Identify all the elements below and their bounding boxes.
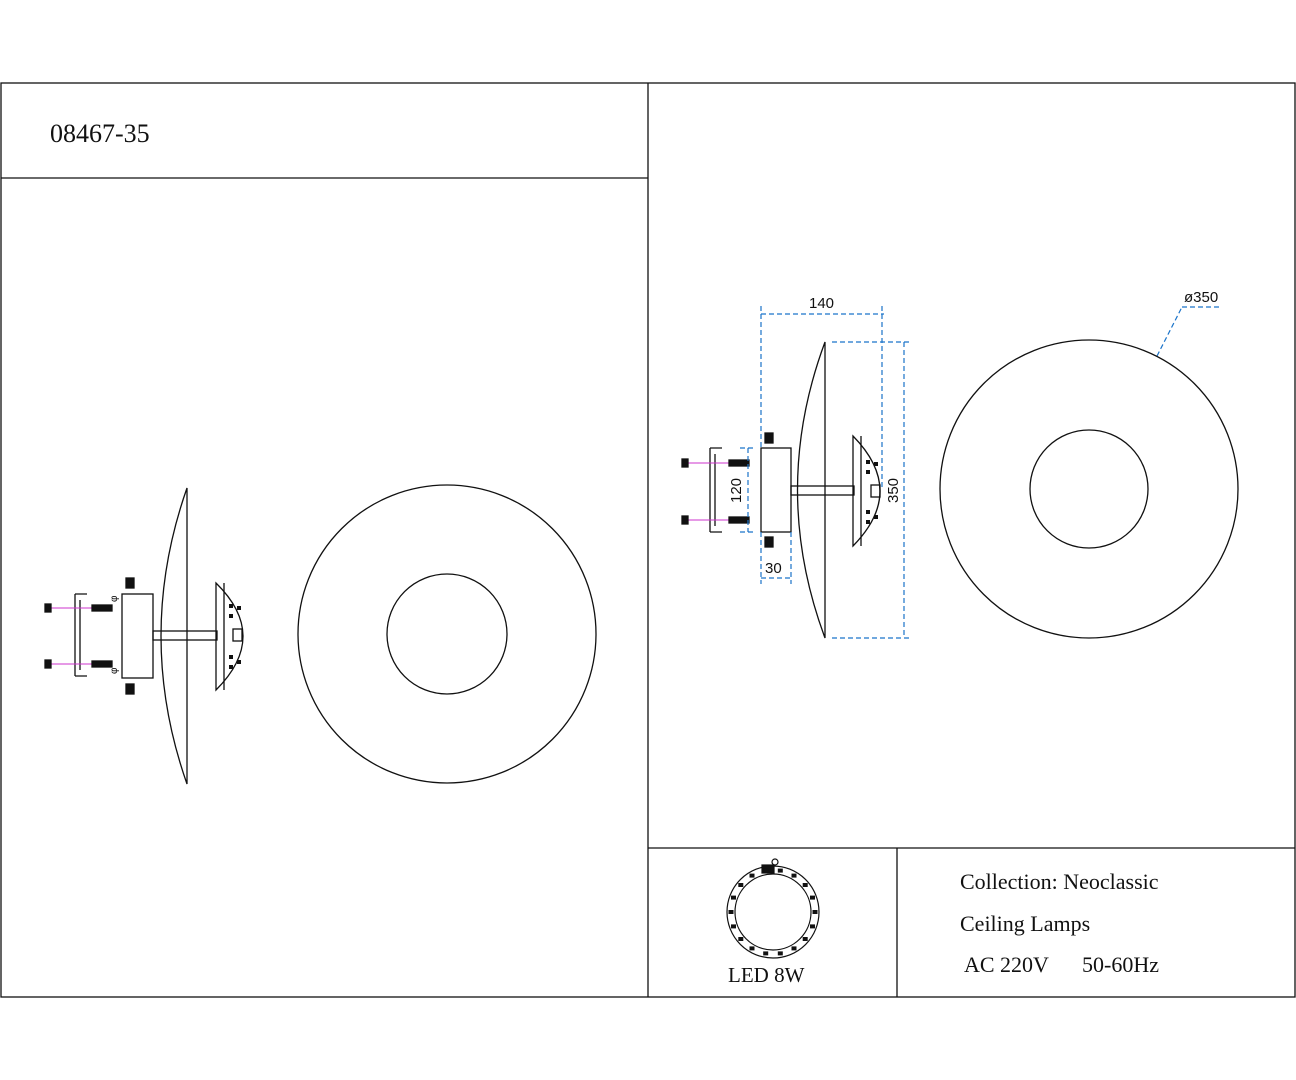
led-chip [777,868,783,873]
led-ring-icon [726,858,820,959]
dimension-plate-width: 30 [765,560,782,577]
outer-disc [939,339,1239,639]
mounting-bracket [74,593,87,677]
dimension-depth: 140 [809,295,834,312]
screw-top [681,458,750,468]
canopy-box [760,447,792,533]
mounting-bracket [709,447,722,533]
dimension-diameter: ø350 [1184,289,1218,306]
inner-disc [1029,429,1149,549]
screw-bottom [44,659,113,669]
dimension-height: 350 [885,478,902,503]
sheet-frame [0,82,1296,998]
led-chip [738,937,744,941]
stem [790,485,855,496]
small-cup [215,581,244,692]
front-view-right [939,339,1239,639]
svg-text:φ: φ [109,595,120,602]
led-chip [777,951,783,956]
led-chip [802,937,808,941]
inner-disc [386,573,508,695]
stem [152,630,218,641]
large-shade [796,341,826,639]
canopy-box [121,593,154,679]
side-view-left: φ φ [44,487,244,785]
led-chip [802,883,808,887]
model-code: 08467-35 [50,119,150,148]
led-chip [791,946,797,951]
led-chip [731,924,736,929]
spec-category: Ceiling Lamps [960,911,1090,936]
led-chip [763,868,769,873]
led-chip [812,910,818,914]
led-chip [810,924,815,929]
svg-text:φ: φ [109,667,120,674]
led-chip [791,873,797,878]
spec-voltage: AC 220V [964,952,1049,977]
led-chip [728,910,734,914]
side-view-right [681,341,881,639]
spec-collection: Collection: Neoclassic [960,869,1159,894]
led-chip [749,946,755,951]
led-chip [749,873,755,878]
front-view-left [297,484,597,784]
dimension-plate-height: 120 [728,478,745,503]
led-label: LED 8W [728,963,805,987]
small-cup [852,434,881,548]
spec-frequency: 50-60Hz [1082,952,1159,977]
dimension-lines [740,306,1222,639]
screw-top [44,603,113,613]
led-chip [738,883,744,887]
led-chip [731,895,736,900]
led-chip [810,895,815,900]
outer-disc [297,484,597,784]
large-shade [160,487,188,785]
screw-bottom [681,515,750,525]
led-chip [763,951,769,956]
